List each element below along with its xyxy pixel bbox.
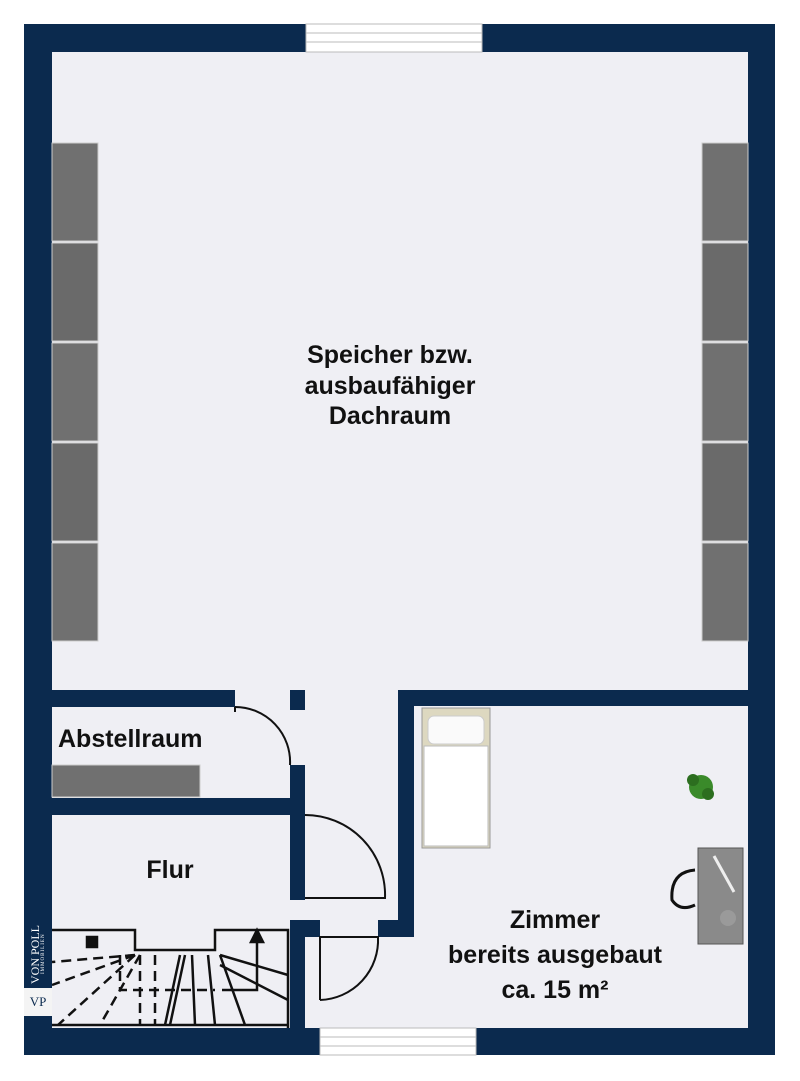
attic-line-3: Dachraum: [328, 402, 452, 430]
room-line-3: ca. 15 m²: [501, 976, 609, 1004]
room-line-2: bereits ausgebaut: [448, 941, 662, 969]
room-label-attic: Speicher bzw. ausbaufähiger Dachraum: [230, 340, 550, 432]
window-bottom: [319, 1027, 477, 1056]
plant: [687, 774, 714, 800]
attic-line-1: Speicher bzw.: [307, 341, 473, 369]
room-label-hallway: Flur: [146, 856, 194, 884]
logo-brand: VON POLL IMMOBILIEN: [24, 912, 52, 986]
desk: [670, 847, 744, 945]
radiators-left: [51, 142, 99, 642]
room-label-room: Zimmer bereits ausgebaut ca. 15 m²: [405, 903, 705, 1008]
room-label-storage: Abstellraum: [58, 725, 203, 753]
room-line-1: Zimmer: [509, 906, 601, 934]
interior-walls: [52, 690, 748, 1028]
storage-shelf: [51, 764, 201, 798]
logo-sub: IMMOBILIEN: [41, 933, 46, 974]
bed: [421, 707, 491, 849]
radiators-right: [701, 142, 749, 642]
logo-mark: VP: [24, 988, 52, 1016]
staircase: [51, 927, 290, 1028]
window-top: [305, 23, 483, 53]
von-poll-logo: VON POLL IMMOBILIEN VP: [24, 912, 52, 1017]
doors: [234, 705, 387, 1001]
attic-line-2: ausbaufähiger: [304, 371, 476, 400]
